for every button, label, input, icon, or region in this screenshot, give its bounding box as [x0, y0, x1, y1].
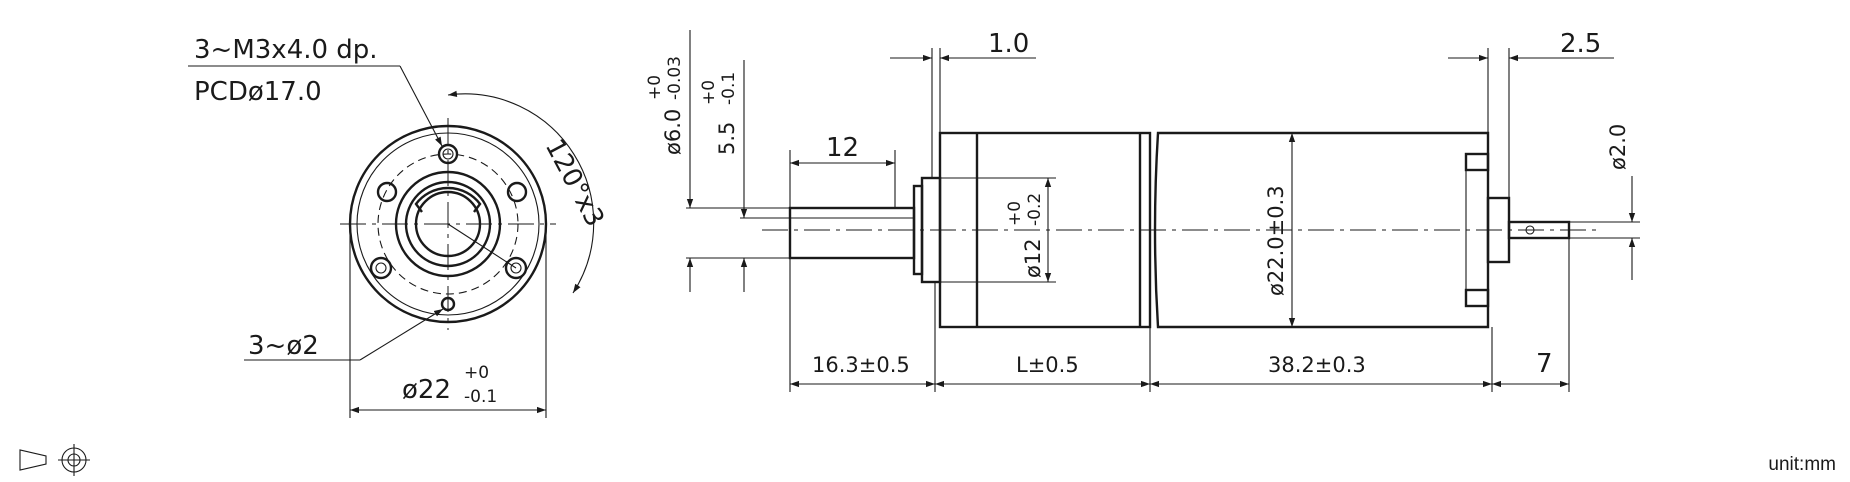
- side-view: ø6.0 +0 -0.03 5.5 +0 -0.1 12 1.0 ø12 +0 …: [645, 29, 1640, 392]
- shaft-flat-upper: +0: [699, 80, 719, 105]
- flange-thk-text: 1.0: [988, 29, 1029, 59]
- mount-hole-left: [376, 181, 398, 203]
- shaft-dia-base: ø6.0: [661, 109, 685, 155]
- angle-callout-text: 120°x3: [539, 134, 610, 232]
- front-len-text: 16.3±0.5: [812, 353, 910, 377]
- boss-dia-lower: -0.2: [1025, 193, 1045, 226]
- unit-label: unit:mm: [1768, 454, 1836, 475]
- front-radial-line: [447, 223, 517, 269]
- hole-callout-leader: [399, 65, 443, 147]
- angle-arc: [447, 90, 595, 294]
- shaft-len-text: 12: [826, 133, 859, 163]
- gearbox-len-text: L±0.5: [1016, 353, 1079, 377]
- boss-dia-upper: +0: [1005, 201, 1025, 226]
- shaft-dia-upper: +0: [645, 75, 665, 100]
- front-view: 3~M3x4.0 dp. PCDø17.0 120°x3 3~ø2 ø22 +0…: [188, 35, 610, 418]
- motor-body: [1153, 131, 1490, 329]
- outer-dia-lower: -0.1: [464, 387, 497, 407]
- terminal-bottom: [1464, 288, 1490, 308]
- rear-shaft-dia-text: ø2.0: [1606, 124, 1630, 170]
- rear-len-text: 7: [1536, 349, 1553, 379]
- output-shaft: [788, 206, 916, 260]
- motor-len-text: 38.2±0.3: [1268, 353, 1366, 377]
- boss-dia-base: ø12: [1021, 238, 1045, 278]
- shaft-dia-lower: -0.03: [665, 56, 685, 100]
- pcd-callout-text: PCDø17.0: [194, 77, 322, 107]
- body-dia-text: ø22.0±0.3: [1264, 185, 1288, 296]
- third-angle-projection-icon: [19, 444, 90, 476]
- end-gap-text: 2.5: [1560, 29, 1601, 59]
- shaft-flat-base: 5.5: [715, 122, 739, 155]
- outer-dia-base: ø22: [402, 375, 451, 405]
- outer-dia-upper: +0: [464, 363, 489, 383]
- pin-hole-left: [369, 256, 393, 280]
- shaft-flat-lower: -0.1: [719, 72, 739, 105]
- pin-hole-callout-text: 3~ø2: [248, 331, 319, 361]
- hole-callout-text: 3~M3x4.0 dp.: [194, 35, 378, 65]
- pin-hole-left-inner: [375, 262, 387, 274]
- terminal-top: [1464, 152, 1490, 172]
- pin-callout-leader: [359, 308, 444, 361]
